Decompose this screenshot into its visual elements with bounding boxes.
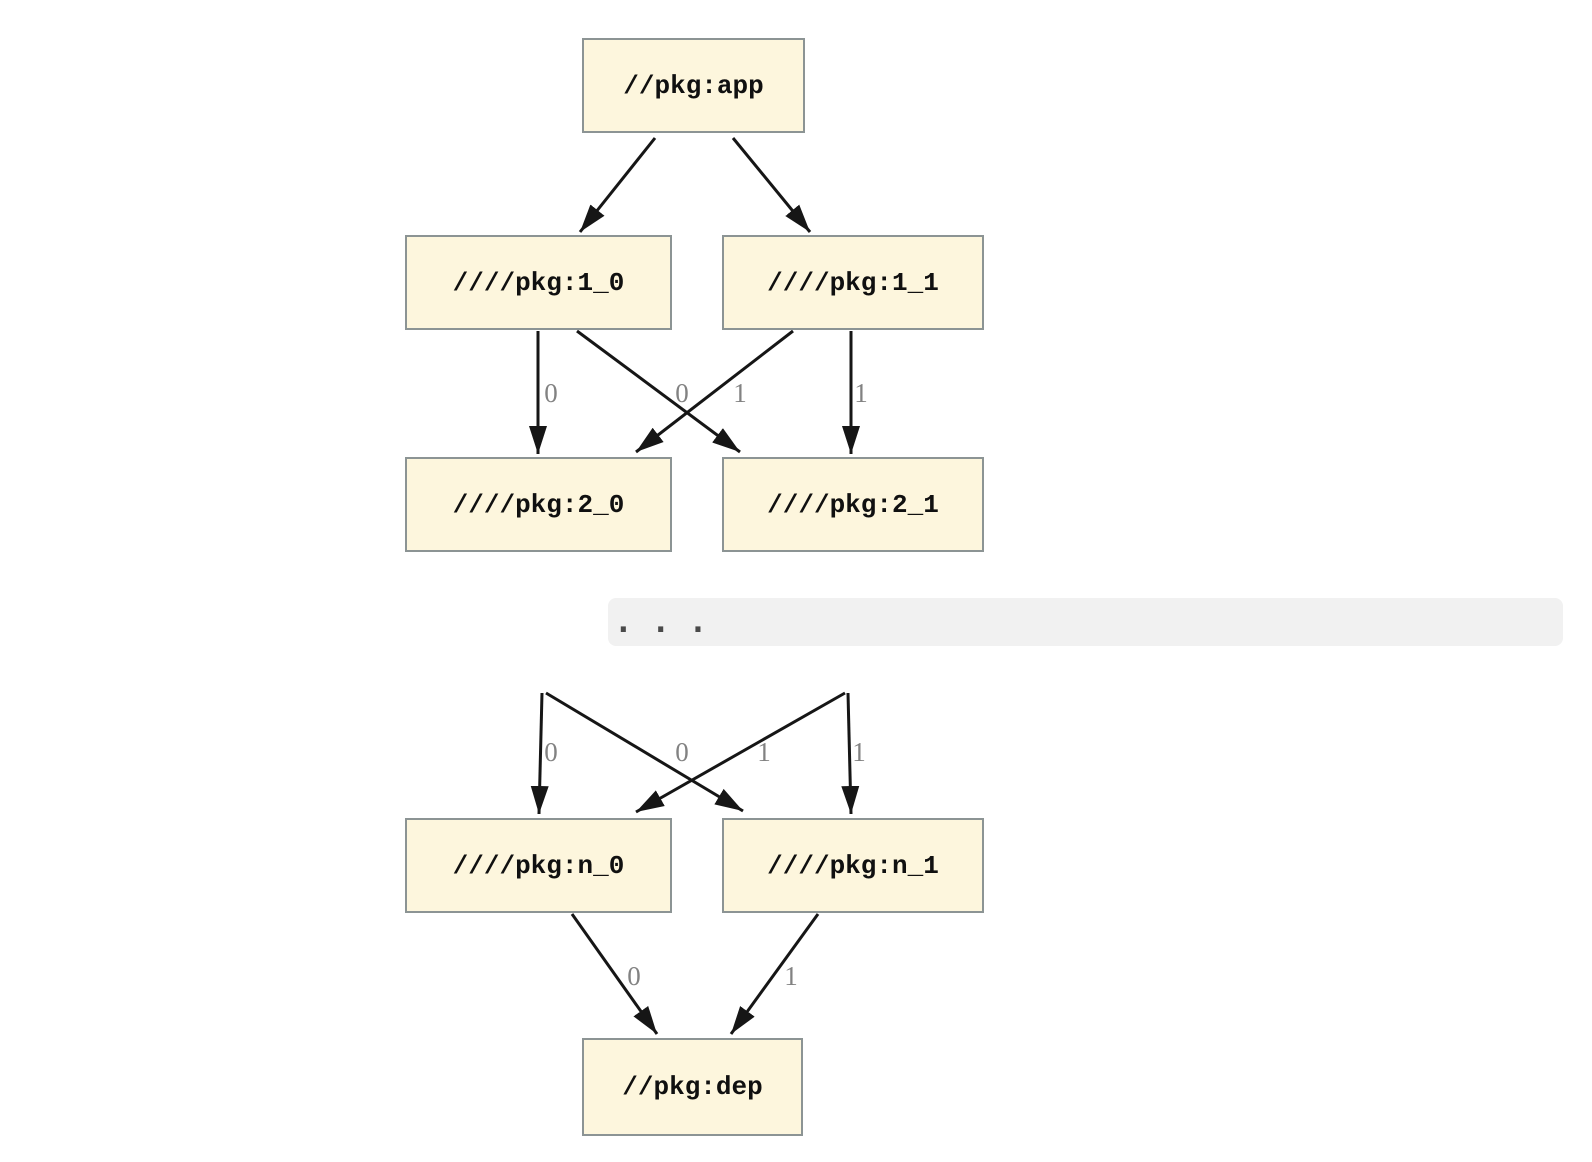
graph-node-2_0: ////pkg:2_0 [405, 457, 672, 552]
edge-label: 0 [544, 737, 558, 767]
edge-label: 1 [784, 961, 798, 991]
edge-1_1-2_0 [635, 329, 794, 454]
edge-n_0-dep [570, 913, 659, 1035]
edge-app-1_1 [731, 137, 812, 233]
edge-ellipsis-n_1-straight [841, 692, 860, 815]
node-label: ////pkg:n_1 [767, 850, 939, 881]
node-label: ////pkg:2_0 [452, 489, 625, 520]
node-label: ////pkg:1_1 [767, 267, 939, 298]
edge-label: 1 [854, 378, 868, 408]
edge-label: 1 [757, 737, 771, 767]
node-label: ////pkg:n_0 [452, 850, 625, 881]
edge-label: 0 [675, 737, 689, 767]
node-label: //pkg:dep [622, 1072, 763, 1102]
edge-ellipsis-n_1-cross [545, 691, 744, 813]
edge-label: 1 [852, 737, 866, 767]
edge-label: 0 [627, 961, 641, 991]
graph-node-2_1: ////pkg:2_1 [722, 457, 984, 552]
edge-app-1_0 [578, 137, 657, 233]
ellipsis-dots: . . . [614, 604, 708, 640]
edge-n_1-dep [729, 913, 820, 1035]
edge-label: 0 [675, 378, 689, 408]
edge-label: 0 [544, 378, 558, 408]
graph-node-1_0: ////pkg:1_0 [405, 235, 672, 330]
node-label: ////pkg:1_0 [452, 267, 625, 298]
graph-node-n_1: ////pkg:n_1 [722, 818, 984, 913]
edge-label: 1 [733, 378, 747, 408]
graph-node-1_1: ////pkg:1_1 [722, 235, 984, 330]
node-label: //pkg:app [623, 70, 764, 101]
graph-node-n_0: ////pkg:n_0 [405, 818, 672, 913]
graph-node-dep: //pkg:dep [582, 1038, 803, 1136]
edge-ellipsis-n_0-cross [635, 691, 846, 814]
node-label: ////pkg:2_1 [767, 489, 939, 520]
graph-node-app: //pkg:app [582, 38, 805, 133]
ellipsis-band: . . . [608, 598, 1563, 646]
edge-ellipsis-n_0-straight [530, 692, 549, 815]
edge-1_0-2_1 [576, 329, 741, 454]
